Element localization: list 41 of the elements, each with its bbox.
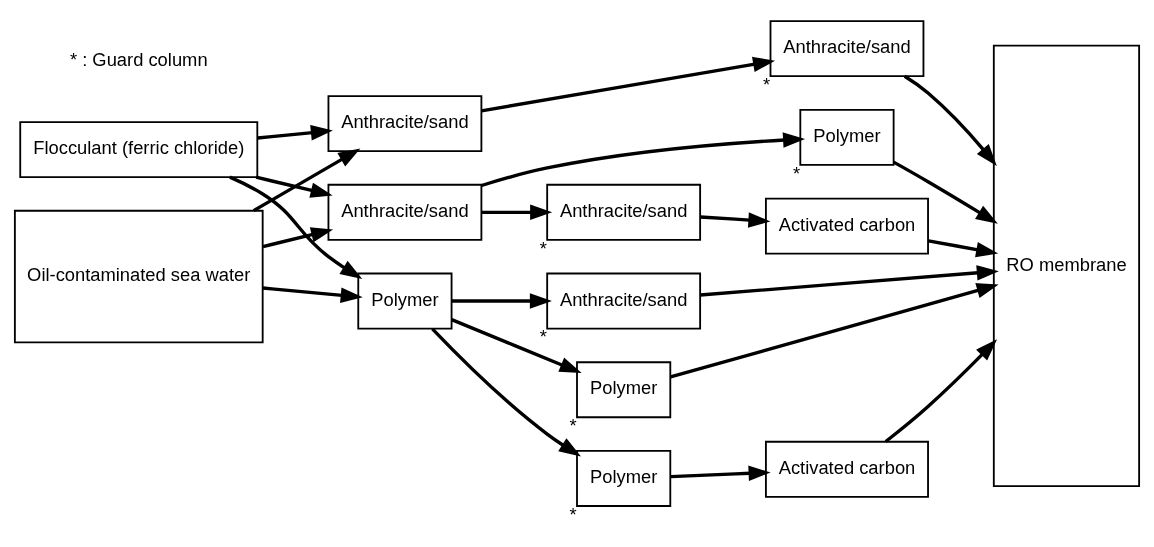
- arrow: [481, 204, 553, 221]
- node-label: *: [539, 237, 547, 259]
- node-label: *: [763, 73, 771, 95]
- node-box: Anthracite/sand: [769, 20, 925, 78]
- arrow: [262, 227, 334, 249]
- arrow: [700, 212, 771, 228]
- node-box: Polymer: [799, 108, 895, 166]
- node-label: *: [569, 503, 577, 525]
- arrow: [255, 175, 333, 198]
- node-box: Activated carbon: [765, 197, 929, 255]
- node-box: Anthracite/sand: [327, 95, 483, 153]
- arrow: [451, 318, 582, 374]
- arrow: [229, 175, 363, 280]
- node-box: Polymer: [357, 272, 453, 330]
- label: * : Guard column: [69, 48, 208, 70]
- arrow: [252, 148, 361, 213]
- node-box: Oil-contaminated sea water: [13, 209, 264, 344]
- arrow: [257, 125, 333, 141]
- node-box: Anthracite/sand: [546, 272, 702, 330]
- arrow: [431, 327, 581, 457]
- arrow: [884, 339, 998, 443]
- arrow: [481, 132, 806, 188]
- arrow: [928, 239, 999, 258]
- node-box: RO membrane: [992, 44, 1141, 488]
- arrow: [481, 56, 776, 113]
- node-label: *: [539, 326, 547, 348]
- arrow: [670, 465, 771, 482]
- arrow: [451, 293, 552, 309]
- arrow: [262, 286, 363, 303]
- node-box: Activated carbon: [765, 440, 929, 498]
- node-box: Flocculant (ferric chloride): [19, 121, 259, 179]
- arrow: [700, 265, 999, 297]
- arrow: [892, 160, 998, 224]
- node-box: Anthracite/sand: [546, 183, 702, 241]
- arrow: [670, 283, 999, 379]
- arrow: [903, 74, 997, 167]
- node-label: *: [569, 414, 577, 436]
- node-label: *: [792, 162, 801, 184]
- node-box: Polymer: [576, 361, 672, 419]
- node-box: Anthracite/sand: [327, 183, 483, 241]
- node-box: Polymer: [576, 450, 672, 507]
